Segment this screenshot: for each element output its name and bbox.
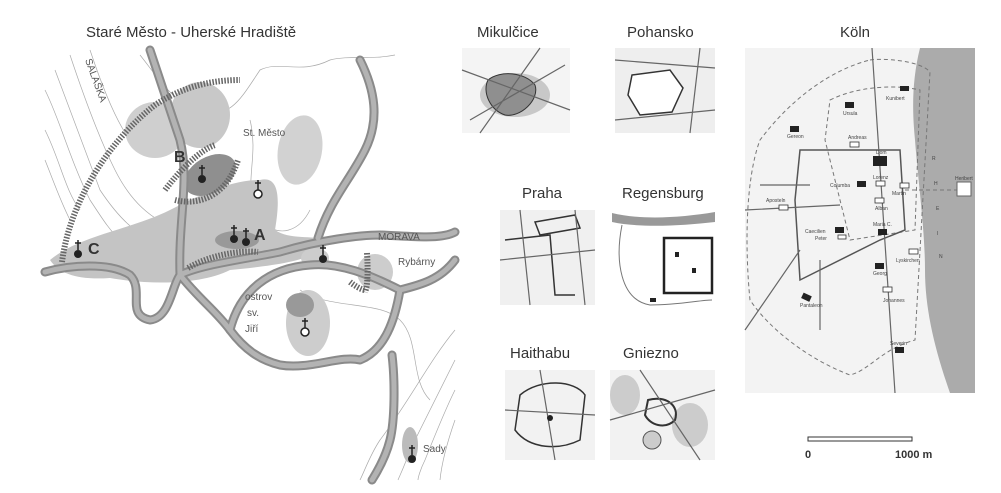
church-icon-b: [198, 165, 206, 183]
koln-church-markers: [778, 86, 919, 353]
small-map-title: Pohansko: [627, 24, 694, 41]
koln-map-title: Köln: [840, 24, 870, 41]
label-rybarny: Rybárny: [398, 257, 435, 268]
scale-end-label: 1000 m: [895, 449, 933, 461]
small-map-regensburg: Regensburg: [612, 185, 715, 306]
church-label: Lorenz: [873, 175, 889, 181]
label-ostrov: ostrov: [245, 292, 272, 303]
church-markers: [74, 165, 416, 463]
church-label: Alban: [875, 206, 888, 212]
church-label: Columba: [830, 183, 850, 189]
small-map-pohansko: Pohansko: [614, 24, 716, 134]
church-label: Gereon: [787, 134, 804, 140]
river-letter: R: [932, 156, 936, 162]
label-sv: sv.: [247, 308, 259, 319]
label-jiri: Jiří: [245, 324, 259, 335]
church-label: Martin: [892, 191, 906, 197]
river-letter: N: [939, 254, 943, 260]
small-map-mikulcice: Mikulčice: [461, 24, 571, 134]
river-letter: E: [936, 206, 940, 212]
church-label: Kunibert: [886, 96, 905, 102]
label-salaska: SALAŠKA: [82, 57, 110, 105]
church-label: Lyskirchen: [896, 258, 920, 264]
rhine-label: R H E I N: [932, 156, 943, 260]
church-label: Maria C.: [873, 222, 892, 228]
small-map-title: Haithabu: [510, 345, 570, 362]
label-site-c: C: [88, 241, 100, 258]
small-map-title: Mikulčice: [477, 24, 539, 41]
church-label: Ursula: [843, 111, 858, 117]
scale-bar: 0 1000 m: [805, 436, 933, 461]
small-map-gniezno: Gniezno: [609, 345, 716, 461]
church-label: Heribert: [955, 176, 973, 182]
church-icon-st-mesto: [253, 180, 263, 199]
small-map-title: Praha: [522, 185, 563, 202]
label-morava: MORAVA: [378, 232, 420, 243]
rhine-river: [913, 48, 975, 393]
main-map-stare-mesto: Staré Město - Uherské Hradiště: [40, 24, 460, 485]
label-sady: Sady: [423, 444, 446, 455]
koln-map: Köln Kunibert: [744, 24, 975, 461]
rivers: [40, 45, 460, 485]
scale-start-label: 0: [805, 449, 811, 461]
church-icon-a1: [230, 225, 238, 243]
ramparts: [59, 77, 371, 294]
church-icon-a2: [242, 228, 250, 246]
koln-church-labels: Kunibert Ursula Gereon Andreas Dom Loren…: [766, 96, 973, 347]
label-site-a: A: [254, 227, 266, 244]
river-letter: I: [937, 231, 938, 237]
label-st-mesto: St. Město: [243, 128, 286, 139]
church-label: Pantaleon: [800, 303, 823, 309]
church-label: Johannes: [883, 298, 905, 304]
church-label: Aposteln: [766, 198, 786, 204]
label-site-b: B: [174, 149, 186, 166]
small-map-haithabu: Haithabu: [504, 345, 596, 461]
church-label: Severin: [890, 341, 907, 347]
church-label: Dom: [876, 150, 887, 156]
church-label: Caecilien: [805, 229, 826, 235]
small-map-praha: Praha: [499, 185, 596, 306]
church-label: Peter: [815, 236, 827, 242]
church-label: Georg: [873, 271, 887, 277]
main-map-title: Staré Město - Uherské Hradiště: [86, 24, 296, 41]
church-icon-rybarny: [319, 245, 327, 263]
church-icon-ostrov: [300, 318, 310, 337]
church-icon-c: [74, 240, 82, 258]
small-map-title: Gniezno: [623, 345, 679, 362]
river-letter: H: [934, 181, 938, 187]
church-label: Andreas: [848, 135, 867, 141]
church-icon-sady: [408, 445, 416, 463]
small-map-title: Regensburg: [622, 185, 704, 202]
